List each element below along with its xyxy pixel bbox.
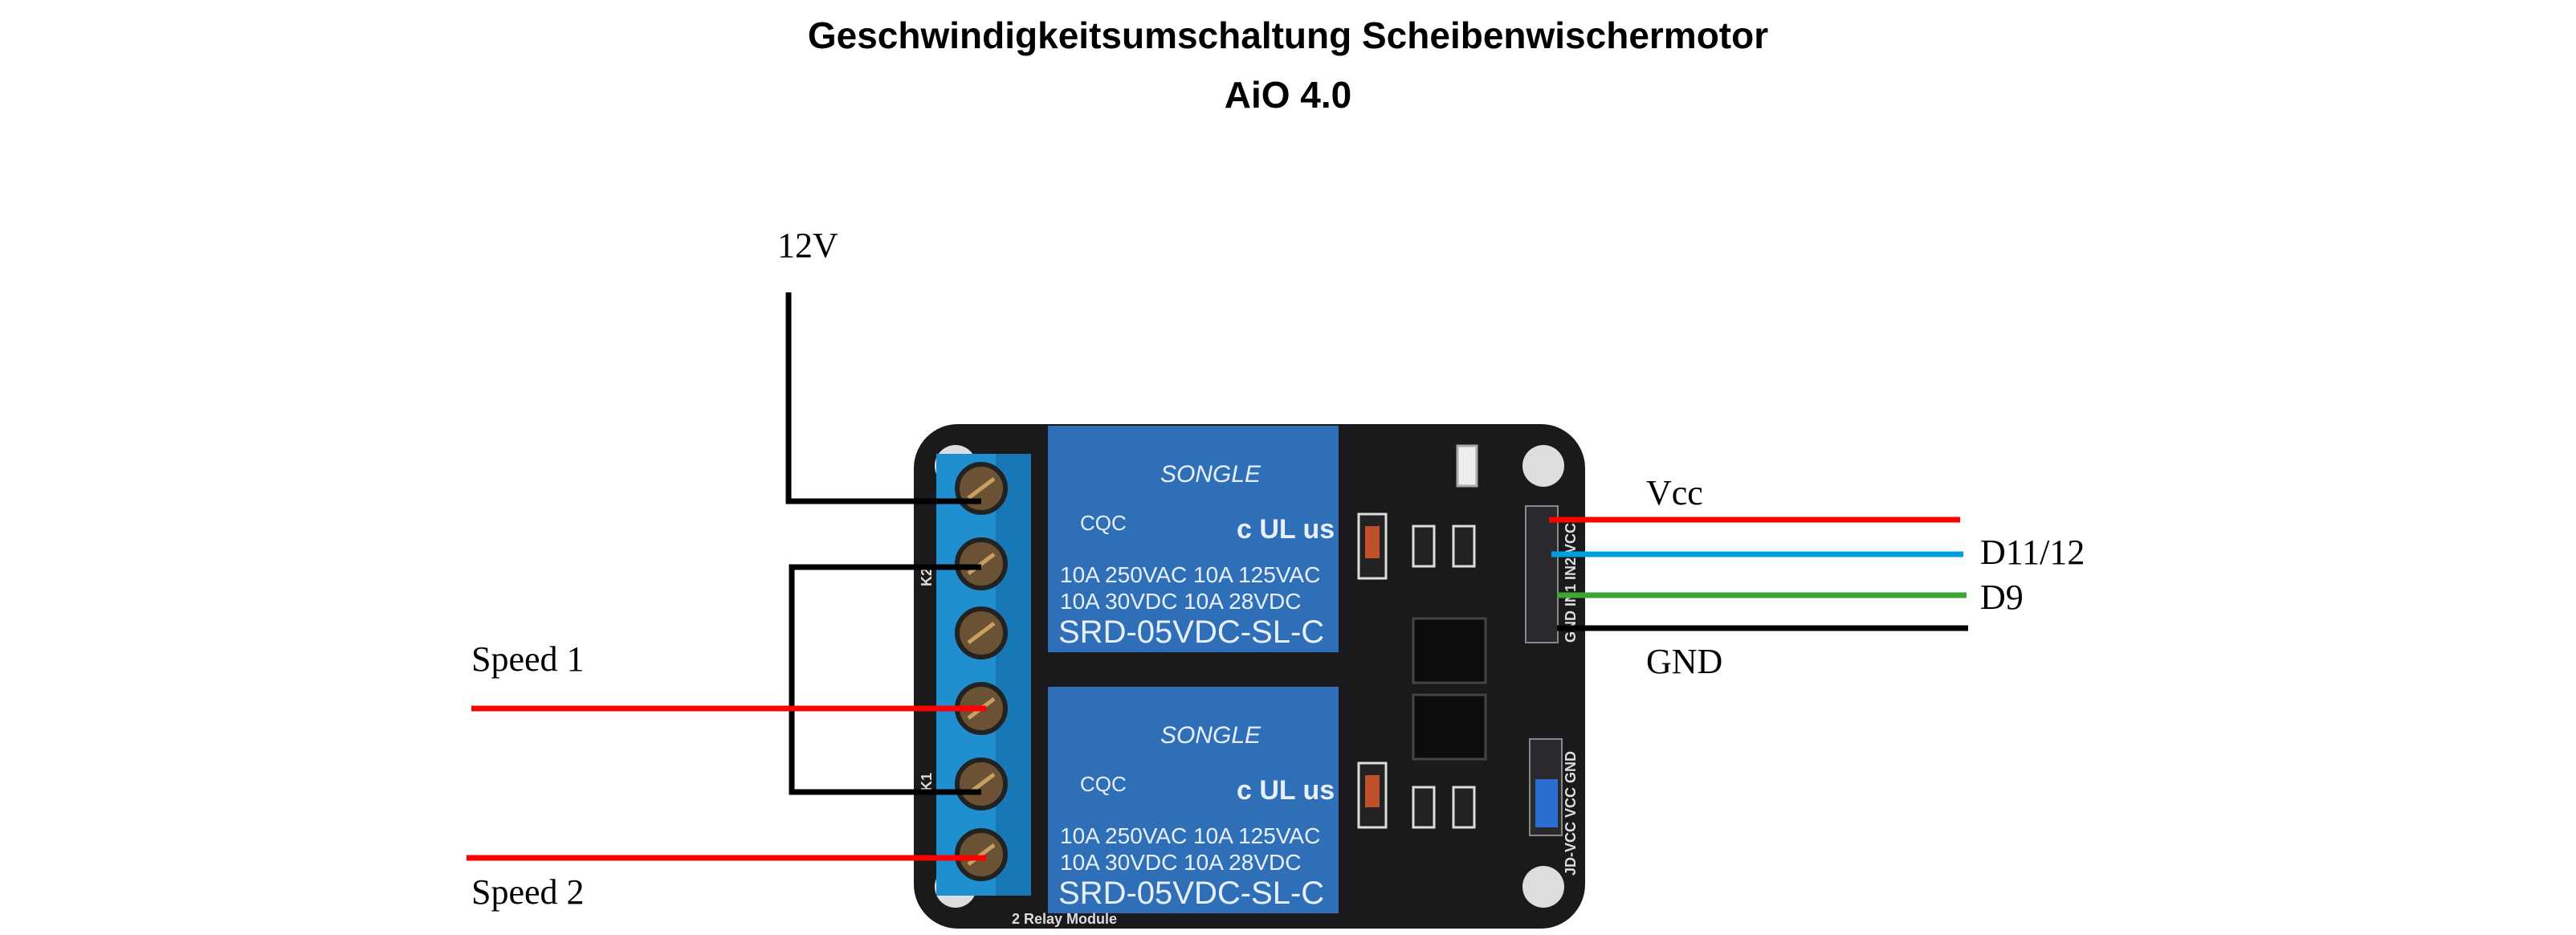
- relay-brand: SONGLE: [1160, 722, 1262, 749]
- relay-cert-cqc: CQC: [1080, 772, 1127, 796]
- title-line-1: Geschwindigkeitsumschaltung Scheibenwisc…: [808, 14, 1768, 56]
- wires: [467, 292, 1968, 861]
- k2-label: K2: [919, 568, 935, 586]
- jd-vcc-jumper: JD-VCC VCC GND: [1529, 738, 1579, 876]
- diodes: [1357, 512, 1388, 829]
- label-vcc: Vcc: [1646, 473, 1703, 512]
- relay-rating-1: 10A 250VAC 10A 125VAC: [1060, 562, 1320, 587]
- module-label: 2 Relay Module: [1012, 911, 1117, 927]
- title-line-2: AiO 4.0: [1225, 74, 1352, 116]
- screw-terminal-block: [936, 454, 1031, 896]
- mount-hole: [1522, 445, 1564, 487]
- led-indicator: [1456, 444, 1478, 488]
- wire-12v: [785, 292, 981, 504]
- label-gnd: GND: [1646, 642, 1722, 681]
- wire-bridge: [789, 564, 981, 795]
- label-12v: 12V: [777, 226, 838, 265]
- relay-model: SRD-05VDC-SL-C: [1058, 876, 1324, 911]
- jd-header-labels: JD-VCC VCC GND: [1563, 751, 1579, 876]
- relay-module-board: K2 K1 SONGLE CQC c UL us 10A 250VAC 10A …: [914, 424, 1585, 929]
- header-pin-labels: GND IN1 IN2 VCC: [1563, 523, 1579, 643]
- relay-model: SRD-05VDC-SL-C: [1058, 614, 1324, 650]
- label-speed-2: Speed 2: [471, 872, 585, 912]
- resistors: [1412, 525, 1476, 829]
- relay-bottom: SONGLE CQC c UL us 10A 250VAC 10A 125VAC…: [1048, 687, 1339, 913]
- relay-rating-1: 10A 250VAC 10A 125VAC: [1060, 823, 1320, 848]
- label-d11-12: D11/12: [1980, 533, 2085, 572]
- mount-hole: [1522, 866, 1564, 908]
- relay-cert-ul: c UL us: [1237, 514, 1335, 545]
- relay-top: SONGLE CQC c UL us 10A 250VAC 10A 125VAC…: [1048, 426, 1339, 652]
- relay-cert-ul: c UL us: [1237, 775, 1335, 806]
- label-speed-1: Speed 1: [471, 639, 585, 679]
- relay-rating-2: 10A 30VDC 10A 28VDC: [1060, 589, 1301, 614]
- relay-rating-2: 10A 30VDC 10A 28VDC: [1060, 850, 1301, 875]
- k1-label: K1: [919, 773, 935, 791]
- optocouplers: [1412, 617, 1487, 761]
- relay-brand: SONGLE: [1160, 461, 1262, 488]
- input-header: GND IN1 IN2 VCC: [1525, 505, 1579, 643]
- relay-cert-cqc: CQC: [1080, 511, 1127, 535]
- label-d9: D9: [1980, 578, 2024, 617]
